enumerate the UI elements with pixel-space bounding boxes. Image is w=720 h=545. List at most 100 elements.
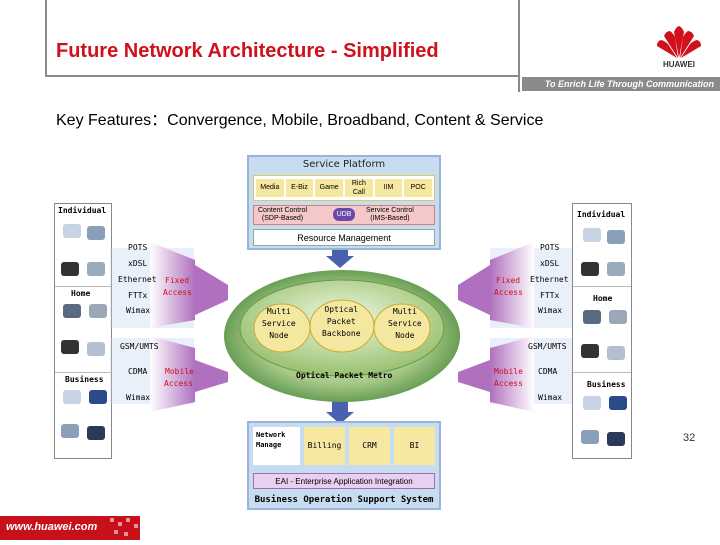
tv-device-icon (89, 304, 107, 318)
pc-device-icon (61, 340, 79, 354)
optical-backbone-text: Optical Packet Backbone (322, 304, 361, 340)
right-wimax-label: Wimax (538, 306, 563, 315)
right-fixed-access-label-1: Fixed (496, 276, 521, 285)
service-iim: IIM (374, 179, 403, 197)
pc-device-icon (581, 430, 599, 444)
right-home-label: Home (593, 294, 613, 303)
service-list-row: Media E-Biz Game Rich Call IIM POC (253, 175, 435, 201)
laptop-device-icon (63, 304, 81, 318)
left-business-label: Business (65, 375, 104, 384)
right-mobile-access-label-1: Mobile (494, 367, 523, 376)
phone-device-icon (87, 342, 105, 356)
slogan-banner: To Enrich Life Through Communication (522, 77, 720, 91)
service-control-label: Service Control (366, 207, 414, 214)
service-poc: POC (404, 179, 433, 197)
service-media: Media (256, 179, 284, 197)
printer-device-icon (87, 426, 105, 440)
brand-name: HUAWEI (663, 60, 695, 69)
footer-pattern (108, 516, 140, 540)
handset-device-icon (607, 262, 625, 276)
frame-line-right (518, 0, 520, 92)
service-control-box: Service Control (IMS-Based) (366, 207, 414, 223)
left-business-section: Business (55, 372, 111, 458)
service-ebiz: E-Biz (285, 179, 314, 197)
right-user-panel: Individual Home Business (572, 203, 632, 459)
printer-device-icon (607, 432, 625, 446)
content-control-label: Content Control (258, 207, 308, 214)
right-fixed-arrow (458, 265, 490, 315)
right-ethernet-label: Ethernet (530, 275, 569, 284)
left-mobile-arrow (195, 360, 228, 392)
phone-device-icon (583, 396, 601, 410)
left-user-panel: Individual Home Business (54, 203, 112, 459)
right-msn-line-2: Service (388, 319, 422, 328)
left-cdma-label: CDMA (128, 367, 148, 376)
boss-items-row: Network Manage Billing CRM BI (253, 427, 435, 465)
left-home-section: Home (55, 286, 111, 373)
pc-device-icon (61, 424, 79, 438)
content-control-sub: (SDP-Based) (261, 215, 304, 222)
left-fixed-access-label-1: Fixed (165, 276, 190, 285)
key-features-text: Key Features：Convergence, Mobile, Broadb… (56, 112, 544, 129)
left-msn-line-2: Service (262, 319, 296, 328)
left-individual-label: Individual (58, 206, 107, 215)
eai-box: EAI - Enterprise Application Integration (253, 473, 435, 489)
footer-url-bar (0, 516, 140, 540)
right-fixed-access-label-2: Access (494, 288, 523, 297)
right-mobile-access-label-2: Access (494, 379, 523, 388)
right-gsm-umts-label: GSM/UMTS (528, 342, 567, 351)
phone-device-icon (607, 346, 625, 360)
left-mobile-wimax-label: Wimax (126, 393, 151, 402)
backbone-line-2: Packet (326, 317, 356, 326)
left-pots-label: POTS (128, 243, 148, 252)
right-mobile-arrow (458, 360, 490, 392)
right-business-section: Business (573, 372, 631, 458)
frame-line-left (45, 0, 47, 76)
left-fixed-access-funnel (150, 242, 195, 328)
billing-box: Billing (304, 427, 345, 465)
page-title: Future Network Architecture - Simplified (56, 40, 439, 62)
network-manage-box: Network Manage (253, 427, 300, 465)
bi-box: BI (394, 427, 435, 465)
left-msn-line-1: Multi (266, 307, 291, 316)
udb-badge: UDB (333, 208, 355, 221)
left-xdsl-label: xDSL (128, 259, 148, 268)
right-business-label: Business (587, 380, 626, 389)
left-msn-text: Multi Service Node (262, 306, 296, 342)
left-fttx-label: FTTx (128, 291, 148, 300)
huawei-logo: HUAWEI (654, 24, 704, 69)
left-fixed-arrow (195, 265, 228, 315)
right-multi-service-node (373, 303, 431, 353)
phone-device-icon (583, 228, 601, 242)
left-individual-section: Individual (55, 204, 111, 287)
right-cdma-label: CDMA (538, 367, 558, 376)
right-mobile-wimax-label: Wimax (538, 393, 563, 402)
control-row: Content Control (SDP-Based) UDB Service … (253, 205, 435, 225)
left-wimax-label: Wimax (126, 306, 151, 315)
boss-panel: Network Manage Billing CRM BI EAI - Ente… (247, 421, 441, 510)
service-rich-call: Rich Call (345, 179, 373, 197)
handset-device-icon (87, 262, 105, 276)
right-msn-line-3: Node (395, 331, 415, 340)
right-home-section: Home (573, 286, 631, 373)
optical-packet-metro-label: Optical Packet Metro (296, 371, 393, 380)
content-control-box: Content Control (SDP-Based) (258, 207, 307, 223)
laptop-device-icon (583, 310, 601, 324)
footer-url[interactable]: www.huawei.com (6, 521, 98, 533)
service-platform-title: Service Platform (302, 159, 386, 170)
boss-title: Business Operation Support System (254, 495, 434, 505)
service-control-sub: (IMS-Based) (370, 215, 410, 222)
pc-device-icon (581, 262, 599, 276)
right-msn-line-1: Multi (392, 307, 417, 316)
router-device-icon (609, 396, 627, 410)
left-gsm-umts-label: GSM/UMTS (120, 342, 159, 351)
right-individual-section: Individual (573, 204, 631, 287)
right-mobile-access-funnel (490, 336, 534, 412)
pda-device-icon (607, 230, 625, 244)
service-platform-panel: Service Platform Media E-Biz Game Rich C… (247, 155, 441, 250)
service-game: Game (315, 179, 344, 197)
phone-device-icon (63, 224, 81, 238)
pda-device-icon (87, 226, 105, 240)
tv-device-icon (609, 310, 627, 324)
right-msn-text: Multi Service Node (388, 306, 422, 342)
